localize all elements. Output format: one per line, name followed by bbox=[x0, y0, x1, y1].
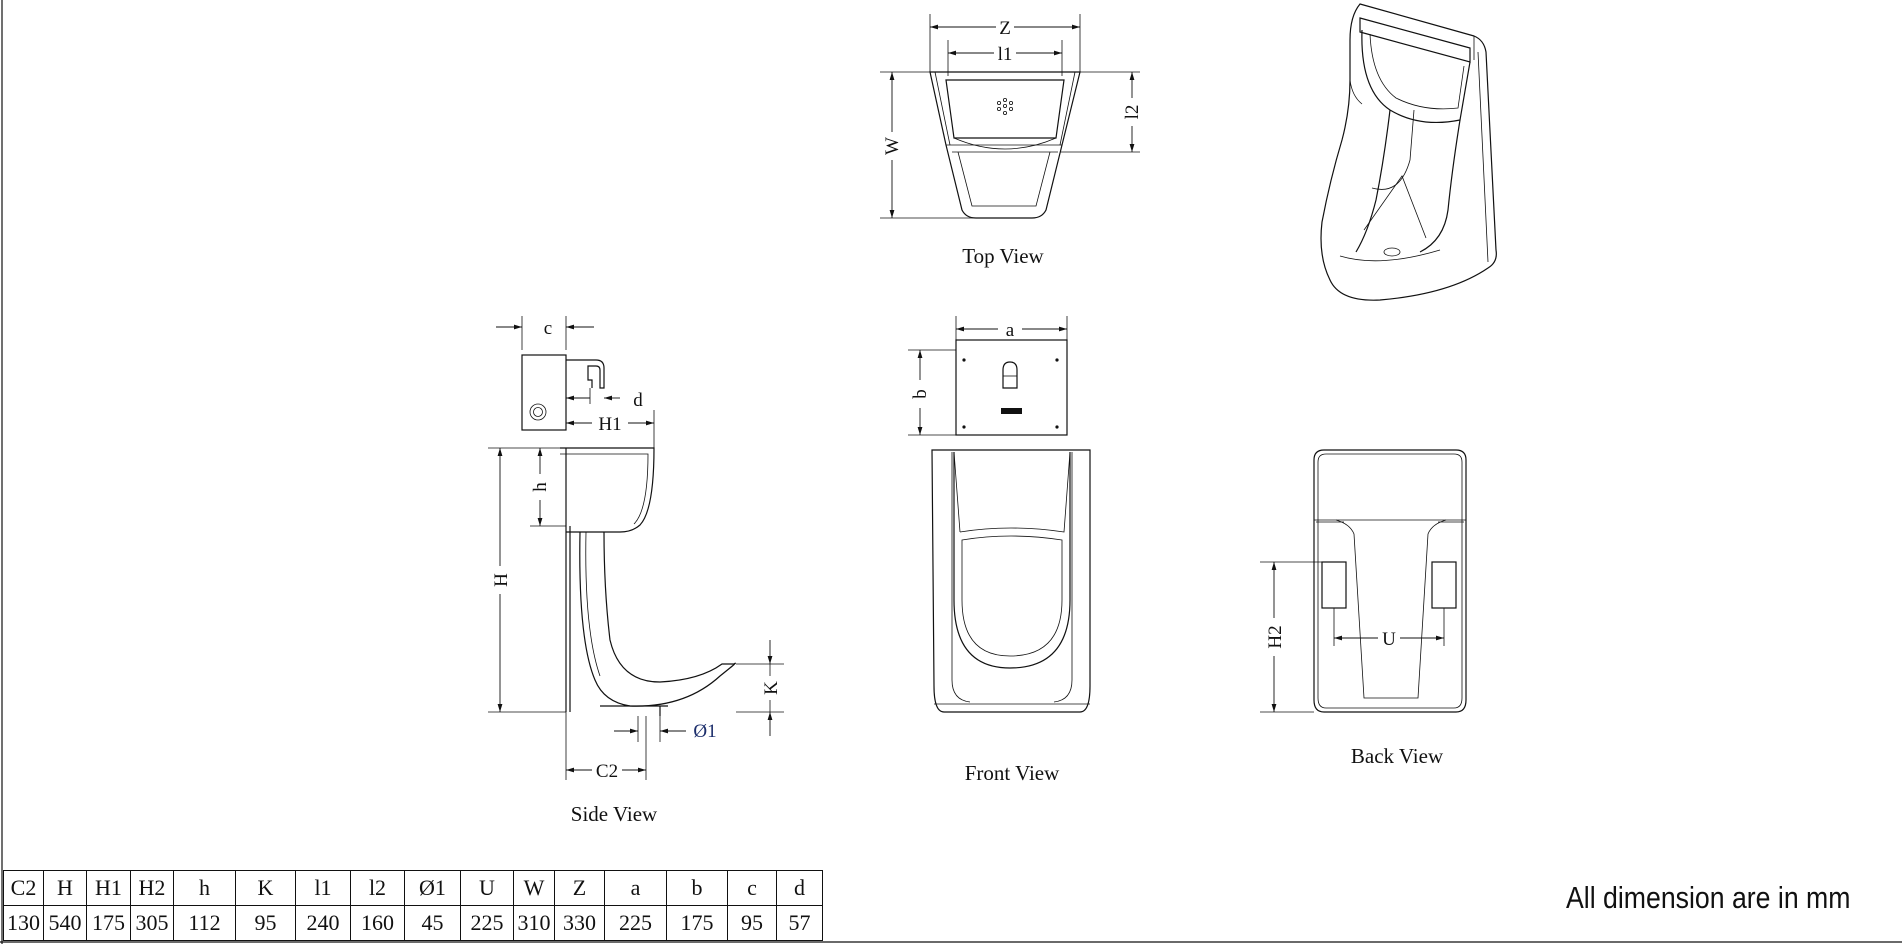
table-value-cell: 95 bbox=[727, 905, 777, 941]
table-value-cell: 330 bbox=[554, 905, 605, 941]
table-header-cell: d bbox=[776, 870, 823, 906]
dim-label-H: H bbox=[491, 573, 512, 587]
table-value-cell: 240 bbox=[295, 905, 351, 941]
dim-label-k: K bbox=[761, 681, 782, 695]
table-header-cell: W bbox=[513, 870, 555, 906]
front-view-label: Front View bbox=[965, 761, 1060, 785]
table-value-row: 130 540 175 305 112 95 240 160 45 225 31… bbox=[3, 905, 823, 941]
front-view: a b Front View bbox=[908, 316, 1091, 785]
table-header-cell: Z bbox=[554, 870, 605, 906]
dim-label-b: b bbox=[910, 389, 931, 399]
table-header-cell: h bbox=[173, 870, 236, 906]
top-view-label: Top View bbox=[962, 244, 1044, 268]
table-value-cell: 225 bbox=[460, 905, 514, 941]
table-value-cell: 45 bbox=[404, 905, 461, 941]
table-value-cell: 130 bbox=[3, 905, 44, 941]
dim-label-phi1: Ø1 bbox=[693, 721, 716, 742]
table-value-cell: 225 bbox=[604, 905, 667, 941]
back-view-label: Back View bbox=[1351, 744, 1444, 768]
dim-label-c2: C2 bbox=[596, 761, 618, 782]
dim-label-u: U bbox=[1382, 629, 1396, 650]
table-value-cell: 160 bbox=[350, 905, 405, 941]
side-view: c d H1 h H K Ø1 C2 Side View bbox=[488, 316, 784, 826]
table-header-cell: H bbox=[43, 870, 87, 906]
dim-label-l1: l1 bbox=[998, 44, 1013, 65]
dim-label-h: h bbox=[530, 482, 551, 492]
dimension-table: C2 H H1 H2 h K l1 l2 Ø1 U W Z a b c d 13… bbox=[3, 870, 823, 941]
table-value-cell: 95 bbox=[235, 905, 296, 941]
dim-label-h2: H2 bbox=[1265, 625, 1286, 648]
table-value-cell: 57 bbox=[776, 905, 823, 941]
isometric-view bbox=[1320, 3, 1497, 301]
dim-label-c: c bbox=[544, 318, 552, 339]
table-value-cell: 310 bbox=[513, 905, 555, 941]
units-note: All dimension are in mm bbox=[1566, 880, 1851, 915]
table-header-cell: a bbox=[604, 870, 667, 906]
table-value-cell: 175 bbox=[86, 905, 131, 941]
table-value-cell: 175 bbox=[666, 905, 728, 941]
table-header-row: C2 H H1 H2 h K l1 l2 Ø1 U W Z a b c d bbox=[3, 870, 823, 906]
top-view: Z l1 W l2 Top View bbox=[880, 14, 1143, 268]
table-header-cell: H1 bbox=[86, 870, 131, 906]
table-header-cell: C2 bbox=[3, 870, 44, 906]
table-header-cell: U bbox=[460, 870, 514, 906]
dim-label-z: Z bbox=[999, 18, 1011, 39]
table-header-cell: H2 bbox=[130, 870, 174, 906]
table-value-cell: 112 bbox=[173, 905, 236, 941]
dim-label-d: d bbox=[633, 390, 643, 411]
side-view-label: Side View bbox=[571, 802, 658, 826]
table-header-cell: b bbox=[666, 870, 728, 906]
table-header-cell: c bbox=[727, 870, 777, 906]
table-header-cell: Ø1 bbox=[404, 870, 461, 906]
dim-label-h1: H1 bbox=[598, 414, 621, 435]
table-value-cell: 305 bbox=[130, 905, 174, 941]
table-header-cell: l2 bbox=[350, 870, 405, 906]
table-header-cell: K bbox=[235, 870, 296, 906]
table-value-cell: 540 bbox=[43, 905, 87, 941]
table-header-cell: l1 bbox=[295, 870, 351, 906]
dim-label-a: a bbox=[1006, 320, 1015, 341]
dim-label-w: W bbox=[882, 137, 903, 155]
back-view: H2 U Back View bbox=[1260, 449, 1467, 768]
dim-label-l2: l2 bbox=[1122, 105, 1143, 120]
drain-icon bbox=[997, 98, 1014, 116]
